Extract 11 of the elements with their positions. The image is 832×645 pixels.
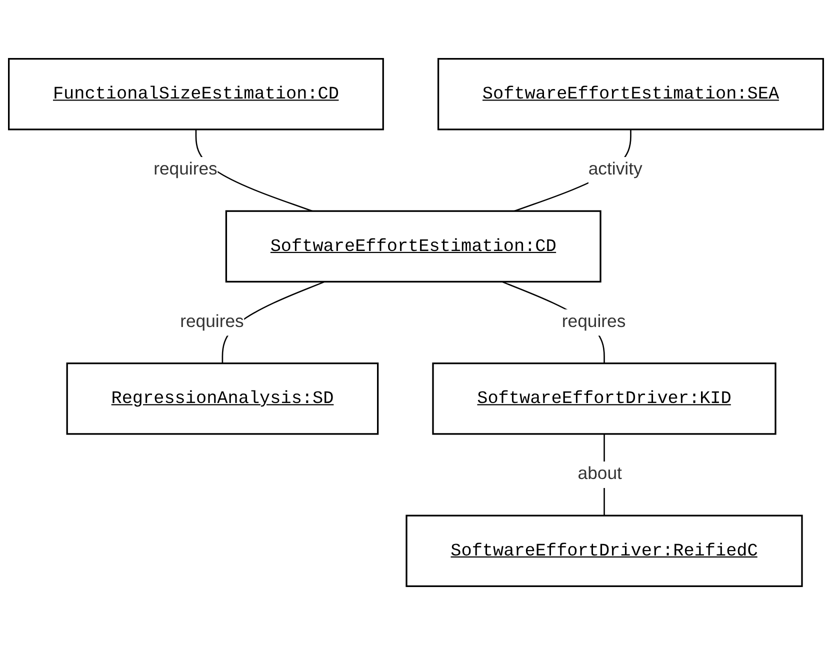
node-box: RegressionAnalysis:SD bbox=[66, 362, 379, 435]
edge-label: about bbox=[578, 464, 622, 484]
edge-label: requires bbox=[154, 160, 218, 180]
node-box: SoftwareEffortEstimation:CD bbox=[225, 210, 602, 282]
edge-label: requires bbox=[180, 312, 244, 332]
edge-label: activity bbox=[588, 160, 642, 180]
node-box: SoftwareEffortDriver:KID bbox=[432, 362, 776, 435]
node-box: SoftwareEffortEstimation:SEA bbox=[437, 58, 824, 130]
edge-label: requires bbox=[562, 312, 626, 332]
node-box: FunctionalSizeEstimation:CD bbox=[8, 58, 384, 130]
node-box: SoftwareEffortDriver:ReifiedC bbox=[406, 514, 803, 588]
